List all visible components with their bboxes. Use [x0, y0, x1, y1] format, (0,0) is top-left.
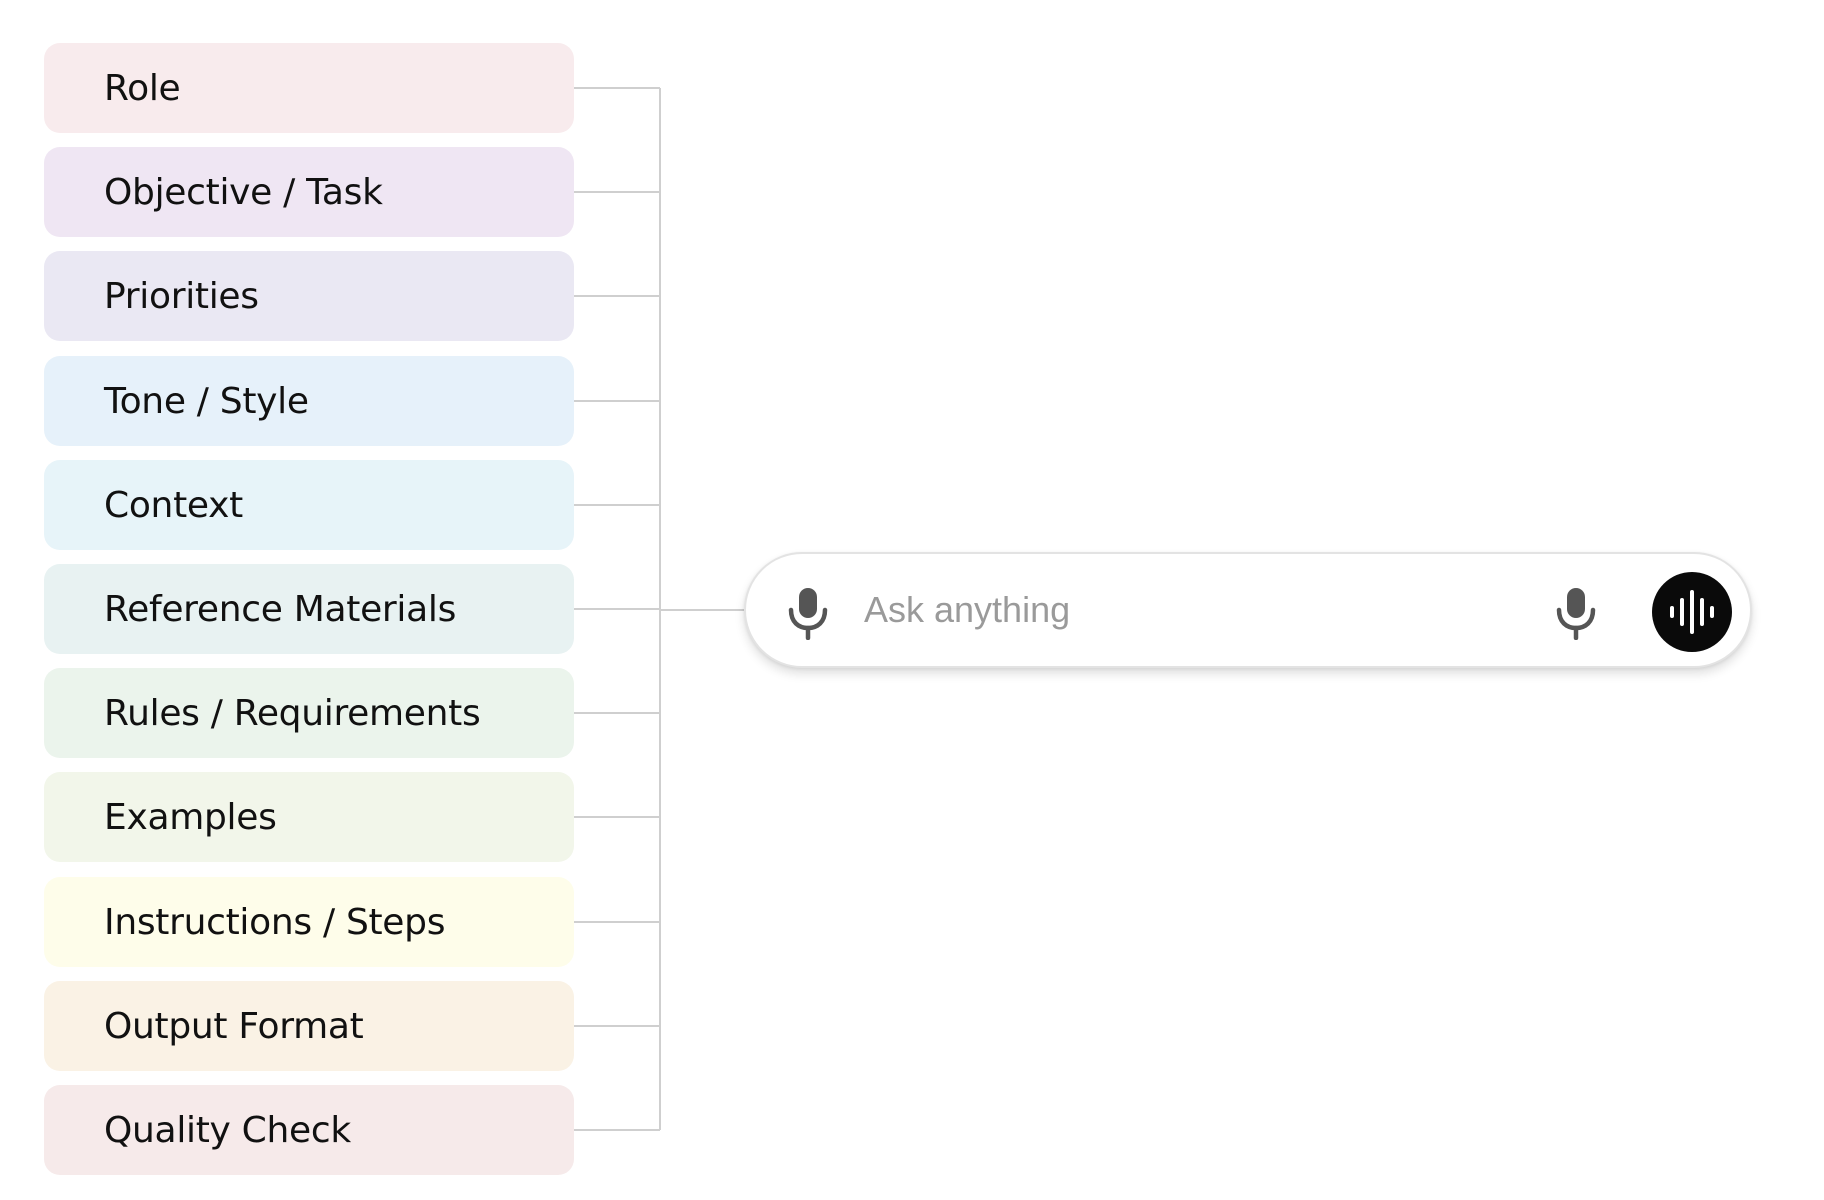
component-quality-check: Quality Check — [44, 1085, 574, 1175]
component-output-format: Output Format — [44, 981, 574, 1071]
component-label: Output Format — [104, 1005, 364, 1047]
component-label: Objective / Task — [104, 171, 383, 213]
component-context: Context — [44, 460, 574, 550]
voice-waveform-icon — [1670, 590, 1714, 634]
microphone-icon — [784, 586, 832, 641]
component-label: Reference Materials — [104, 588, 457, 630]
component-reference-materials: Reference Materials — [44, 564, 574, 654]
component-examples: Examples — [44, 772, 574, 862]
component-label: Instructions / Steps — [104, 901, 446, 943]
component-objective-task: Objective / Task — [44, 147, 574, 237]
component-role: Role — [44, 43, 574, 133]
component-label: Tone / Style — [104, 380, 309, 422]
component-rules-requirements: Rules / Requirements — [44, 668, 574, 758]
prompt-bar — [744, 552, 1752, 668]
component-instructions-steps: Instructions / Steps — [44, 877, 574, 967]
prompt-input[interactable] — [864, 582, 1504, 638]
component-label: Priorities — [104, 275, 259, 317]
component-label: Context — [104, 484, 243, 526]
component-label: Examples — [104, 796, 277, 838]
microphone-icon[interactable] — [1552, 586, 1600, 641]
component-label: Rules / Requirements — [104, 692, 481, 734]
component-priorities: Priorities — [44, 251, 574, 341]
component-tone-style: Tone / Style — [44, 356, 574, 446]
component-label: Role — [104, 67, 181, 109]
component-label: Quality Check — [104, 1109, 351, 1151]
voice-mode-button[interactable] — [1652, 572, 1732, 652]
